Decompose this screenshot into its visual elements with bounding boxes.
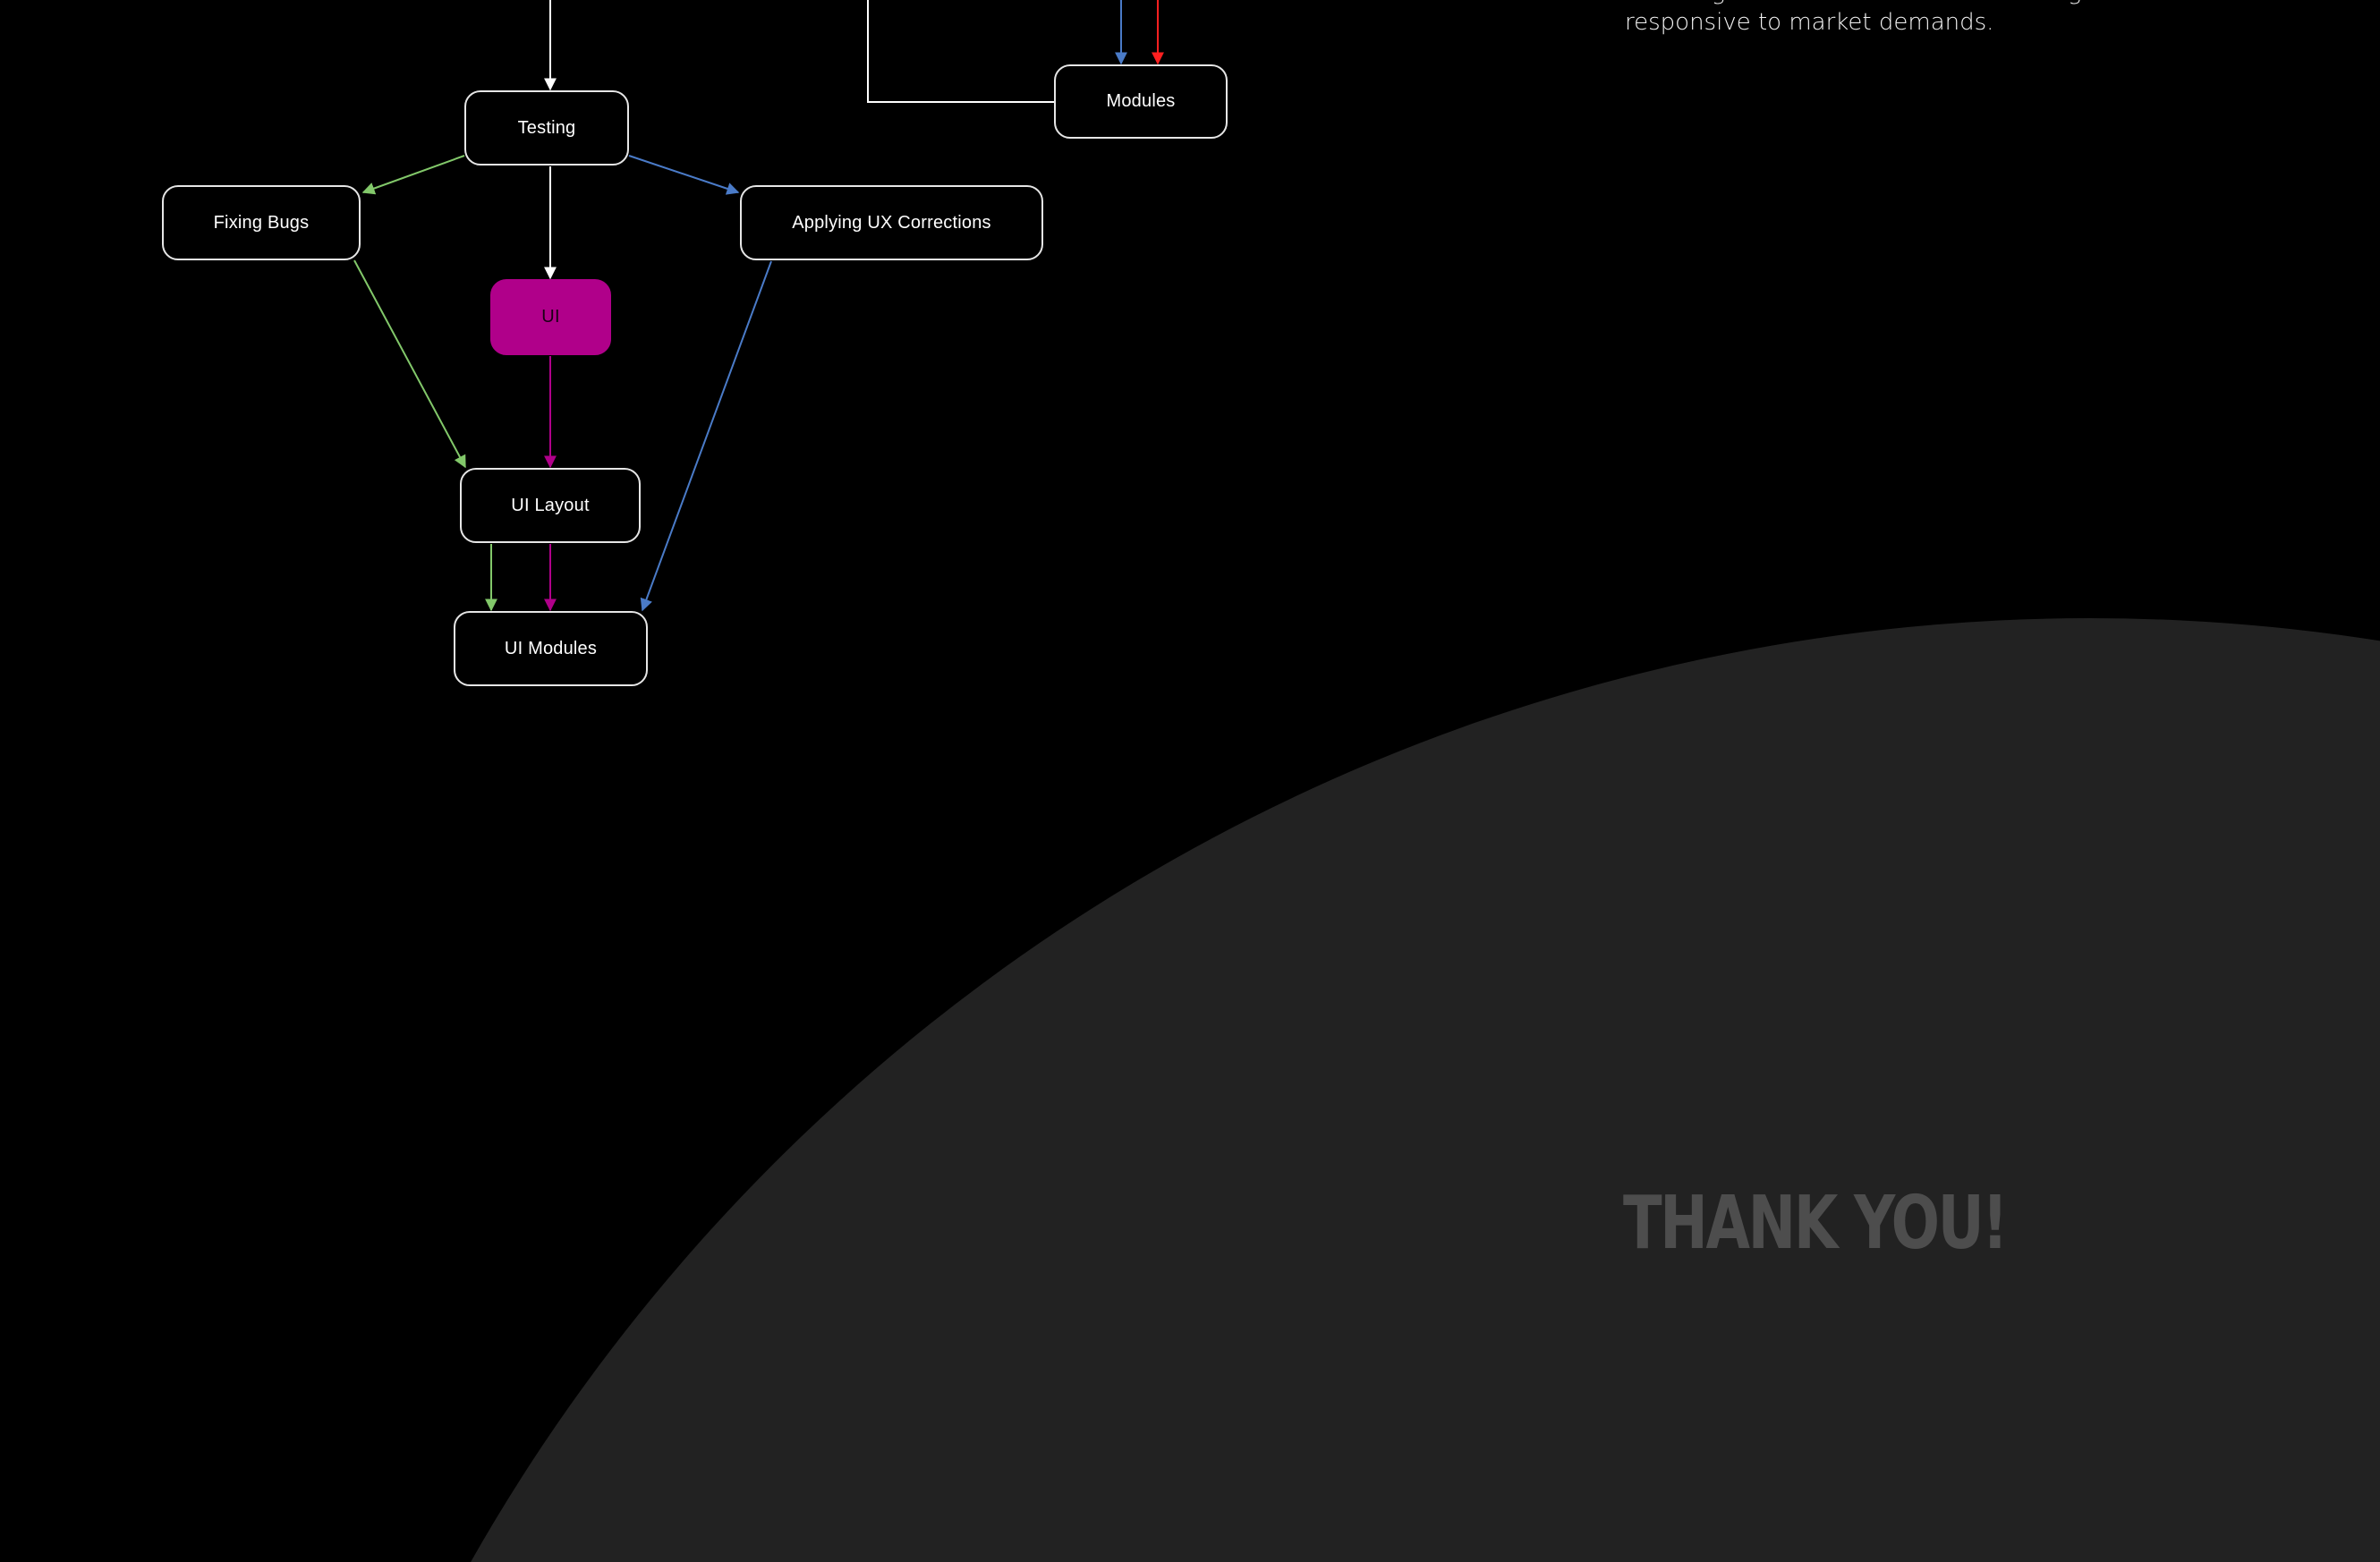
node-modules[interactable]: Modules: [1054, 64, 1228, 139]
body-paragraph-line-1: ensuring that Webbwe's UX remains agile …: [1625, 0, 2197, 7]
node-testing-label: Testing: [517, 117, 576, 138]
node-ui[interactable]: UI: [490, 279, 611, 355]
node-ui-layout[interactable]: UI Layout: [460, 468, 641, 543]
body-paragraph-line-2: responsive to market demands.: [1625, 9, 1994, 36]
decorative-arc: [471, 618, 2380, 1562]
edge-applying-ux-to-ui-modules: [640, 260, 772, 612]
edge-testing-to-fixing-bugs: [361, 155, 465, 195]
node-testing[interactable]: Testing: [464, 90, 629, 166]
edge-testing-to-applying-ux: [628, 155, 740, 195]
edge-fixing-bugs-to-ui-layout: [353, 259, 466, 469]
thank-you-heading: THANK YOU!: [1623, 1181, 2008, 1266]
node-modules-label: Modules: [1106, 91, 1176, 111]
node-ui-label: UI: [541, 307, 560, 327]
node-applying-ux-corrections-label: Applying UX Corrections: [792, 212, 991, 233]
node-fixing-bugs[interactable]: Fixing Bugs: [162, 185, 361, 260]
node-applying-ux-corrections[interactable]: Applying UX Corrections: [740, 185, 1043, 260]
node-ui-layout-label: UI Layout: [511, 495, 590, 515]
body-paragraph: ensuring that Webbwe's UX remains agile …: [1625, 0, 2197, 38]
node-fixing-bugs-label: Fixing Bugs: [213, 212, 310, 233]
edge-left-connector-to-modules: [867, 0, 1054, 103]
node-ui-modules-label: UI Modules: [504, 638, 598, 658]
node-ui-modules[interactable]: UI Modules: [454, 611, 648, 686]
